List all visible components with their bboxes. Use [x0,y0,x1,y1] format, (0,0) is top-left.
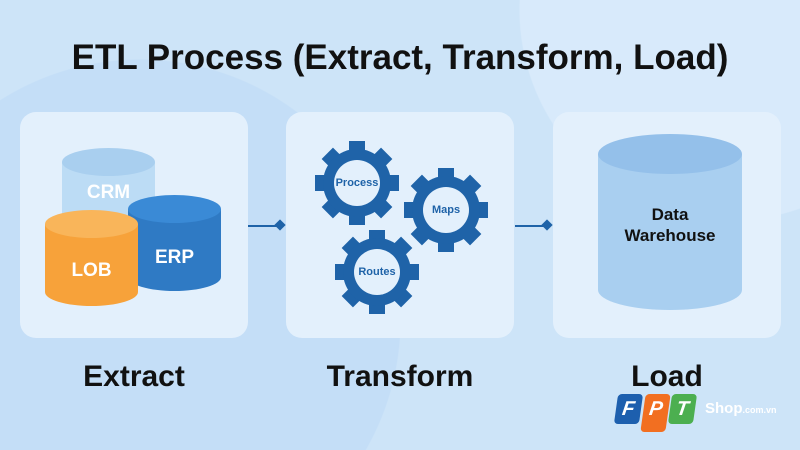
gear-icon: Routes [333,228,421,316]
lob-database: LOB [45,210,138,306]
connector-arrow [515,225,547,227]
erp-database: ERP [128,195,221,291]
fpt-logo: F P T [613,386,698,432]
load-panel: Data Warehouse [553,112,781,338]
transform-label: Transform [326,360,474,393]
extract-panel: CRM ERP LOB [20,112,248,338]
data-warehouse-database: Data Warehouse [598,134,742,310]
page-title: ETL Process (Extract, Transform, Load) [71,38,729,77]
gear-icon: Process [313,139,401,227]
gear-icon: Maps [402,166,490,254]
extract-label: Extract [83,360,185,393]
shop-logo-text: Shop.com.vn [705,400,777,417]
connector-arrow [248,225,280,227]
load-label: Load [631,360,703,393]
